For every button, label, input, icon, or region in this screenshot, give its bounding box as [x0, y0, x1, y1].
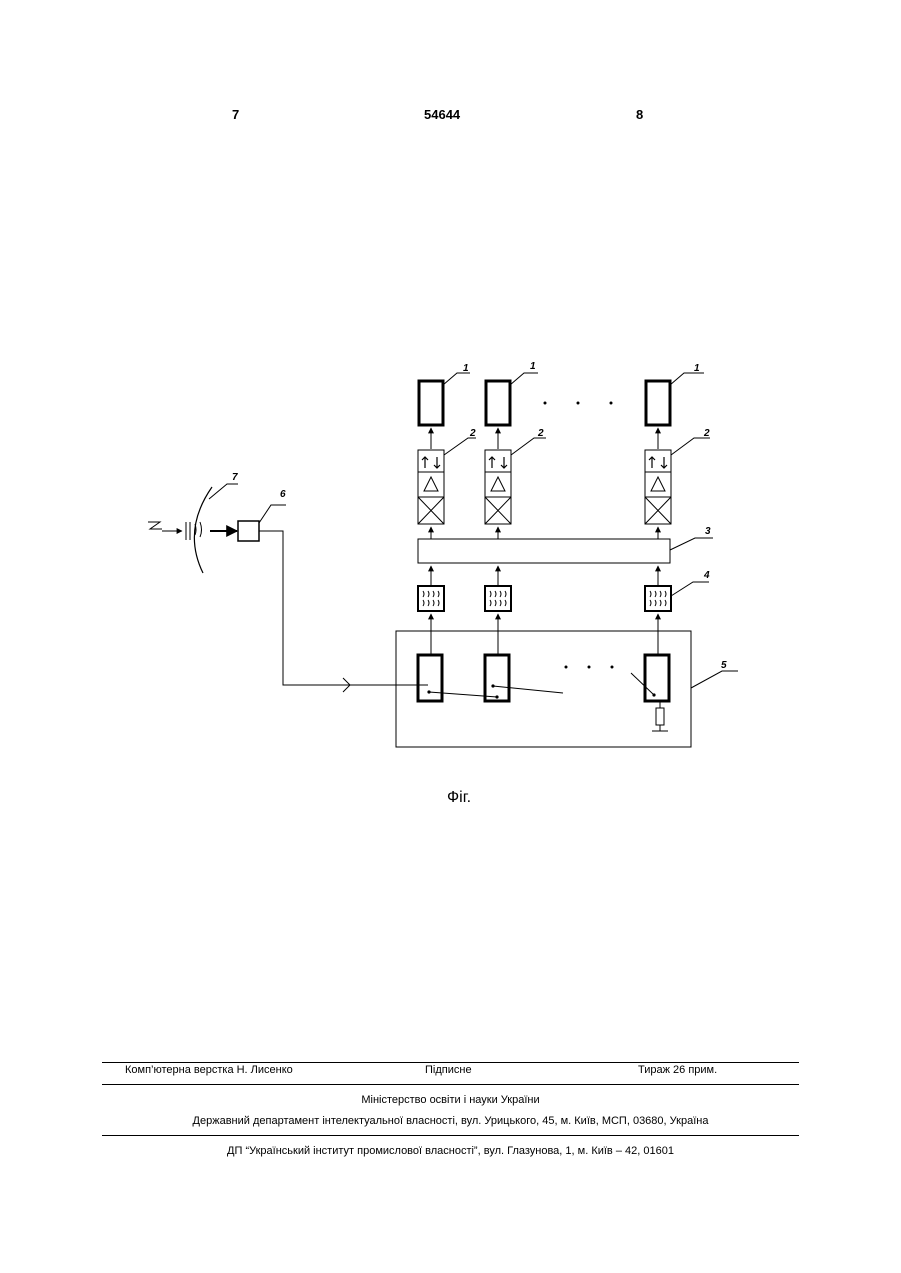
ellipsis-dots-top [544, 402, 613, 405]
footer-ministry: Міністерство освіти і науки України [0, 1094, 901, 1106]
footer-typesetting: Комп’ютерна верстка Н. Лисенко [125, 1064, 293, 1076]
label-bus: 3 [705, 526, 711, 537]
converter-block-3 [645, 450, 671, 524]
cable [259, 531, 350, 685]
monitor-block-1 [419, 381, 443, 425]
receiver-unit-1 [418, 655, 442, 701]
label-monitor-3: 1 [694, 363, 700, 374]
receiver-unit-3 [645, 655, 669, 701]
bus-block [418, 539, 670, 563]
label-monitor-1: 1 [463, 363, 469, 374]
antenna-dish [194, 487, 212, 573]
label-monitor-2: 1 [530, 361, 536, 372]
receiver-unit-2 [485, 655, 509, 701]
signal-symbol [148, 522, 162, 529]
label-filter: 4 [703, 570, 710, 581]
label-converter-1: 2 [469, 428, 476, 439]
figure-caption: Фіг. [447, 789, 471, 807]
label-receiver: 5 [721, 660, 727, 671]
feed-block [238, 521, 259, 541]
footer-rule-bottom [102, 1135, 799, 1136]
label-feed: 6 [280, 489, 286, 500]
footer-rule-middle [102, 1084, 799, 1085]
footer-rule-top [102, 1062, 799, 1063]
filter-block-1 [418, 586, 444, 611]
label-converter-2: 2 [537, 428, 544, 439]
label-antenna: 7 [232, 472, 238, 483]
monitor-block-3 [646, 381, 670, 425]
footer-institute: ДП “Український інститут промислової вла… [0, 1145, 901, 1157]
converter-block-1 [418, 450, 444, 524]
footer-circulation: Тираж 26 прим. [638, 1064, 717, 1076]
monitor-block-2 [486, 381, 510, 425]
receiver-block [396, 631, 691, 747]
converter-block-2 [485, 450, 511, 524]
footer-department: Державний департамент інтелектуальної вл… [0, 1115, 901, 1127]
filter-block-3 [645, 586, 671, 611]
ellipsis-dots-bottom [565, 666, 614, 669]
label-converter-3: 2 [703, 428, 710, 439]
footer-subscription: Підписне [425, 1064, 472, 1076]
filter-block-2 [485, 586, 511, 611]
